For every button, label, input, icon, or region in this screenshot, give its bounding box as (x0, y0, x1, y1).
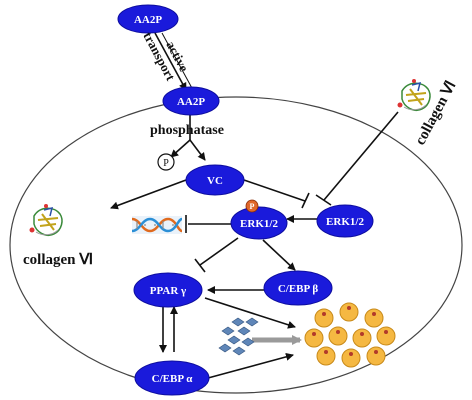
node-cebp-alpha-label: C/EBP α (152, 373, 194, 385)
inhibit-erkp-ppar (199, 237, 239, 266)
phospho-badge: P (245, 199, 259, 213)
lipid-droplets-icon (218, 317, 259, 356)
node-ppar-gamma: PPAR γ (133, 272, 203, 308)
node-cebp-beta-label: C/EBP β (278, 283, 319, 295)
transport-line (161, 32, 194, 91)
adipocyte-nuclei (312, 306, 388, 356)
node-cebp-alpha: C/EBP α (134, 360, 210, 396)
node-ppar-gamma-label: PPAR γ (150, 285, 186, 297)
node-aa2p-top-label: AA2P (134, 14, 162, 26)
node-vc: VC (185, 164, 245, 196)
edges (110, 32, 399, 379)
node-erk-label: ERK1/2 (326, 216, 364, 228)
node-erk-phosphorylated: ERK1/2 (230, 206, 288, 240)
label-phosphatase: phosphatase (150, 123, 224, 138)
arrow-ppar-adipocytes (204, 297, 296, 329)
dna-helix-icon (131, 216, 183, 234)
arrow-fork-vc (189, 139, 206, 161)
cell-membrane (9, 96, 463, 394)
node-erk-phosphorylated-label: ERK1/2 (240, 218, 278, 230)
arrow-cebpa-adipocytes (207, 352, 294, 379)
arrow-erkp-cebpb (262, 239, 296, 271)
label-collagen-right: collagen Ⅵ (412, 78, 459, 147)
node-aa2p-top: AA2P (117, 4, 179, 34)
arrow-aa2p-transport (154, 32, 187, 91)
phosphate-circle-label: P (163, 158, 169, 169)
collagen-structure-left-icon (29, 204, 63, 236)
collagen-structure-right-icon (397, 79, 431, 111)
node-aa2p-inside: AA2P (162, 86, 220, 116)
inhibit-collagen-erk (323, 111, 399, 201)
inhibit-vc-erk-bar (301, 192, 310, 209)
adipocyte-cluster-icon (304, 302, 396, 368)
phosphate-circle: P (157, 153, 175, 171)
inhibit-collagen-erk-bar (315, 194, 332, 206)
phospho-badge-label: P (250, 202, 255, 211)
arrow-vc-dna (110, 179, 187, 210)
node-erk: ERK1/2 (316, 204, 374, 238)
inhibit-erkp-ppar-bar (194, 258, 206, 273)
inhibit-vc-erk (243, 179, 306, 202)
arrow-fork-p (170, 139, 191, 158)
label-collagen-left: collagen Ⅵ (23, 252, 93, 268)
node-aa2p-inside-label: AA2P (177, 96, 205, 108)
node-vc-label: VC (207, 175, 223, 187)
node-cebp-beta: C/EBP β (263, 270, 333, 306)
